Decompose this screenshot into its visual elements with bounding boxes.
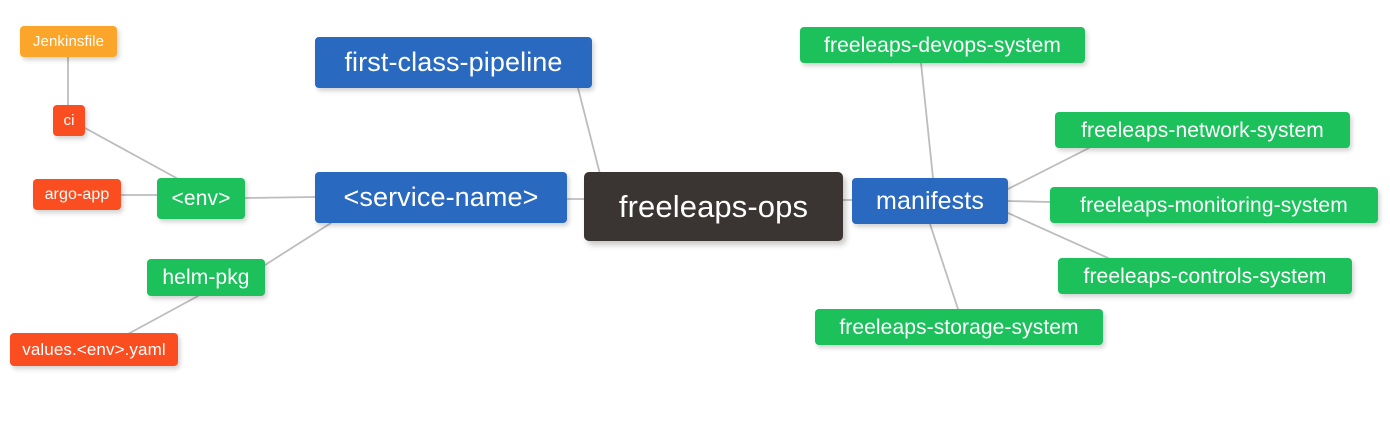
node-helm-pkg[interactable]: helm-pkg [147, 259, 265, 296]
edge-manifests-to-freeleaps-storage-system [929, 223, 959, 310]
edge-service-name-to-helm-pkg [264, 222, 332, 266]
edge-service-name-to-env [244, 196, 316, 199]
node-env[interactable]: <env> [157, 178, 245, 219]
node-freeleaps-devops-system[interactable]: freeleaps-devops-system [800, 27, 1085, 63]
node-label: Jenkinsfile [32, 33, 105, 50]
node-label: manifests [876, 186, 984, 215]
node-label: values.<env>.yaml [22, 340, 166, 359]
edge-manifests-to-freeleaps-monitoring-system [1007, 200, 1051, 203]
node-label: <service-name> [343, 182, 539, 212]
node-jenkinsfile[interactable]: Jenkinsfile [20, 26, 117, 57]
node-label: freeleaps-monitoring-system [1080, 193, 1348, 217]
node-freeleaps-monitoring-system[interactable]: freeleaps-monitoring-system [1050, 187, 1378, 223]
node-label: ci [63, 112, 75, 129]
node-ci[interactable]: ci [53, 105, 85, 136]
node-label: first-class-pipeline [344, 47, 563, 77]
node-argo-app[interactable]: argo-app [33, 179, 121, 210]
node-service-name[interactable]: <service-name> [315, 172, 567, 223]
node-first-class-pipeline[interactable]: first-class-pipeline [315, 37, 592, 88]
node-label: <env> [171, 187, 231, 210]
node-freeleaps-storage-system[interactable]: freeleaps-storage-system [815, 309, 1103, 345]
node-label: freeleaps-ops [618, 189, 809, 224]
node-label: helm-pkg [162, 266, 250, 289]
edge-freeleaps-ops-to-first-class-pipeline [577, 87, 601, 175]
node-label: argo-app [44, 185, 110, 203]
edge-env-to-ci [84, 127, 181, 181]
node-label: freeleaps-network-system [1081, 118, 1324, 142]
node-manifests[interactable]: manifests [852, 178, 1008, 224]
edge-helm-pkg-to-values-yaml [127, 295, 199, 335]
edge-manifests-to-freeleaps-network-system [1007, 147, 1090, 190]
node-values-yaml[interactable]: values.<env>.yaml [10, 333, 178, 366]
node-freeleaps-network-system[interactable]: freeleaps-network-system [1055, 112, 1350, 148]
node-freeleaps-controls-system[interactable]: freeleaps-controls-system [1058, 258, 1352, 294]
node-freeleaps-ops[interactable]: freeleaps-ops [584, 172, 843, 241]
node-label: freeleaps-devops-system [824, 33, 1061, 57]
edge-manifests-to-freeleaps-devops-system [920, 62, 934, 179]
node-label: freeleaps-storage-system [839, 315, 1079, 339]
node-label: freeleaps-controls-system [1083, 264, 1327, 288]
